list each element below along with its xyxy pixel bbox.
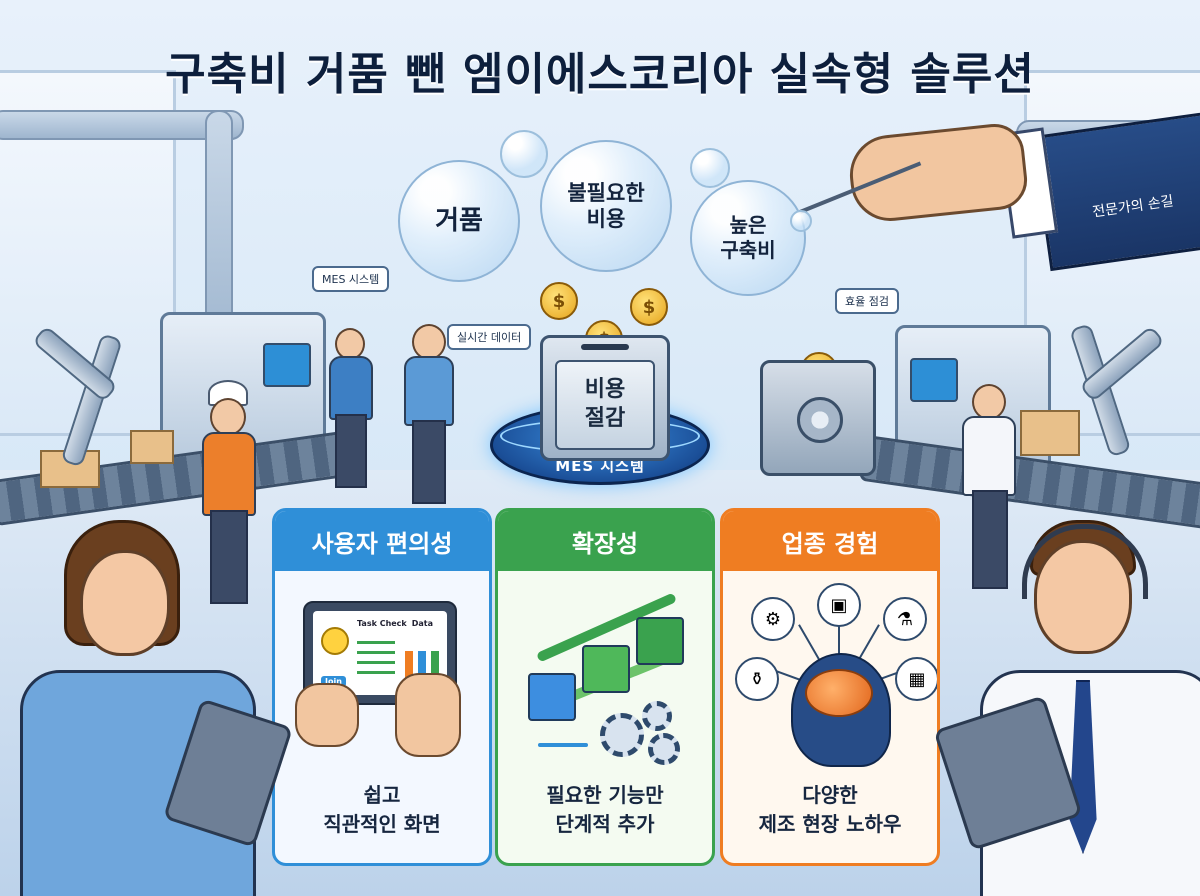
worker-orange-vest: [200, 380, 260, 610]
worker-legs: [972, 490, 1008, 589]
machine-screen: [263, 343, 311, 387]
card-header: 업종 경험: [723, 511, 937, 571]
conveyor-box: [130, 430, 174, 464]
gear-icon: [600, 713, 644, 757]
scalability-illustration: [508, 583, 702, 769]
worker-head: [210, 398, 246, 436]
card-caption: 필요한 기능만 단계적 추가: [546, 783, 664, 836]
cube-icon: [528, 673, 576, 721]
mes-system-tag: MES 시스템: [312, 266, 390, 292]
card-header: 사용자 편의성: [275, 511, 489, 571]
worker-headset-right: [958, 380, 1018, 600]
brain-icon: [805, 669, 873, 717]
feature-card-usability: 사용자 편의성 Task Check Data Join 쉽고 직관적인 화면: [272, 508, 492, 866]
gear-icon: ⚙: [751, 597, 795, 641]
machine-screen: [910, 358, 958, 402]
worker-legs: [335, 414, 367, 488]
worker-body: [202, 432, 256, 516]
gear-icon: [642, 701, 672, 731]
conveyor-box: [1020, 410, 1080, 456]
card-caption: 다양한 제조 현장 노하우: [758, 783, 902, 836]
bubble-high-build-cost: 높은 구축비: [690, 180, 806, 296]
man-with-headset: [933, 520, 1200, 896]
small-bubble: [790, 210, 812, 232]
face: [80, 550, 170, 656]
feature-card-industry-experience: 업종 경험 ⚙ ▣ ⚗ ⚱ ▦ 다양한 제조 현장 노하우: [720, 508, 940, 866]
coin-slot: [581, 344, 629, 350]
cube-icon: [582, 645, 630, 693]
worker-head: [972, 384, 1006, 420]
worker-engineer: [400, 320, 456, 510]
woman-with-tablet: [20, 520, 294, 896]
tablet-join-button: Join: [321, 676, 346, 687]
worker-body: [329, 356, 373, 420]
coin-icon: $: [630, 288, 668, 326]
bubble-label: 거품: [435, 205, 483, 236]
flask-icon: ⚗: [883, 597, 927, 641]
tablet-task-label: Task Check: [357, 619, 407, 628]
efficiency-check-tag: 효율 점검: [835, 288, 899, 314]
worker-legs: [412, 420, 446, 504]
arrow-icon: [538, 743, 588, 747]
page-title: 구축비 거품 뺀 엠이에스코리아 실속형 솔루션: [165, 49, 1035, 100]
safe-label: 비용 절감: [555, 360, 655, 450]
checklist-icon: [357, 641, 395, 681]
ceiling-pipe-left: [0, 110, 244, 140]
beaker-icon: ⚱: [735, 657, 779, 701]
realtime-data-tag: 실시간 데이터: [447, 324, 532, 350]
tablet-illustration: Task Check Data Join: [285, 583, 479, 769]
small-bubble: [690, 148, 730, 188]
feature-card-scalability: 확장성 필요한 기능만 단계적 추가: [495, 508, 715, 866]
cost-saving-safe: 비용 절감: [540, 335, 670, 461]
left-hand: [295, 683, 359, 747]
vault-dial-icon: [797, 397, 843, 443]
worker-body: [404, 356, 454, 426]
bubble-label: 불필요한 비용: [567, 180, 645, 231]
bubble-geopum: 거품: [398, 160, 520, 282]
card-header: 확장성: [498, 511, 712, 571]
cube-icon: [636, 617, 684, 665]
chip-icon: ▦: [895, 657, 937, 701]
pointing-hand: [395, 673, 461, 757]
tablet-data-label: Data: [411, 619, 433, 628]
card-caption: 쉽고 직관적인 화면: [323, 783, 441, 836]
gear-icon: [648, 733, 680, 765]
small-bubble: [500, 130, 548, 178]
worker-blue-cap: [325, 322, 375, 492]
bubble-label: 높은 구축비: [720, 213, 776, 262]
vault-safe: [760, 360, 876, 476]
smiley-icon: [321, 627, 349, 655]
worker-head: [412, 324, 446, 360]
worker-body: [962, 416, 1016, 496]
worker-legs: [210, 510, 248, 604]
coin-icon: $: [540, 282, 578, 320]
bubble-unnecessary-cost: 불필요한 비용: [540, 140, 672, 272]
platform-label: MES 시스템: [555, 457, 645, 475]
expert-hand: [845, 121, 1031, 225]
box-icon: ▣: [817, 583, 861, 627]
experience-illustration: ⚙ ▣ ⚗ ⚱ ▦: [733, 583, 937, 769]
